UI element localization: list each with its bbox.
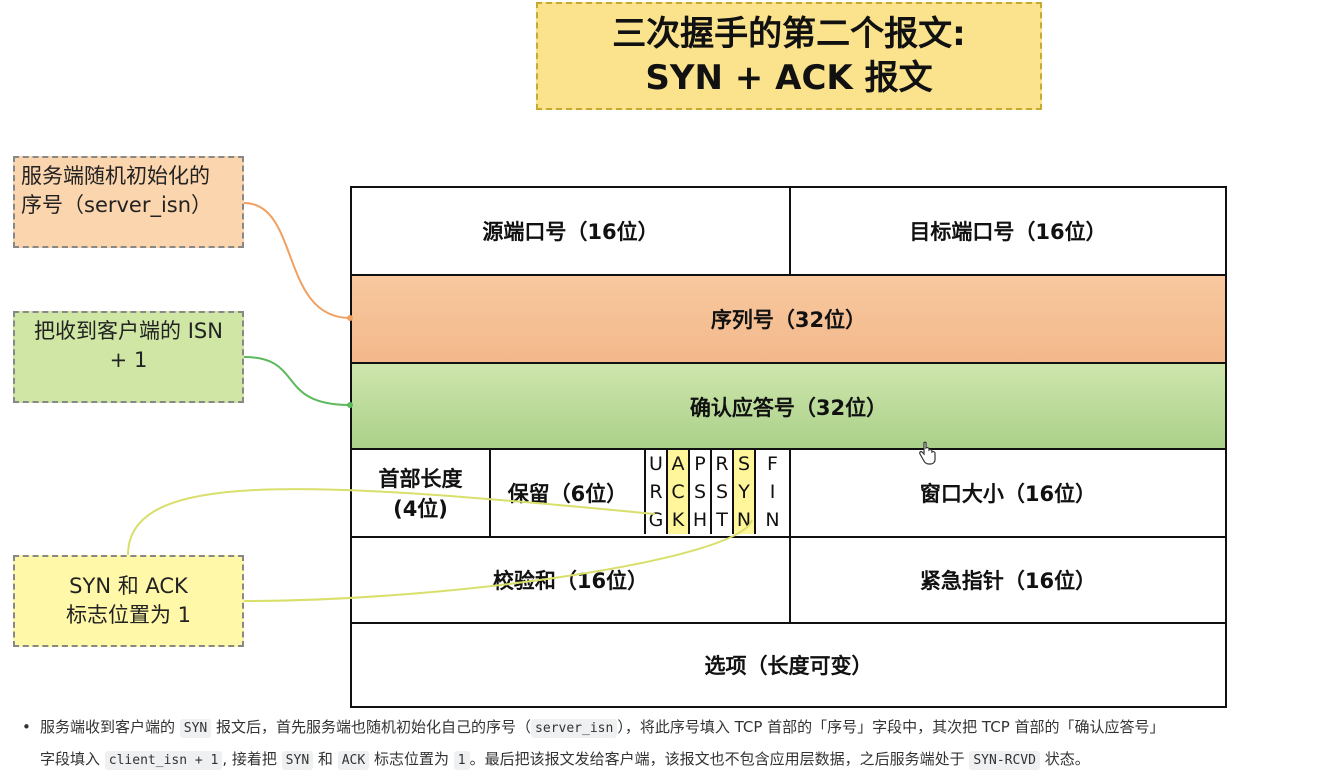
flag-rst: R S T [710, 448, 732, 534]
footer-description: • 服务端收到客户端的 SYN 报文后，首先服务端也随机初始化自己的序号（ser… [22, 712, 1332, 776]
footer-text-7: 标志位置为 [369, 750, 454, 768]
flag-syn-c3: N [736, 509, 752, 531]
footer-text-2: 报文后，首先服务端也随机初始化自己的序号（ [211, 718, 532, 736]
flag-urg-c1: U [649, 453, 663, 475]
code-syn-2: SYN [281, 751, 314, 770]
note-server-isn-line-1: 服务端随机初始化的 [21, 164, 210, 188]
footer-text-3: ），将此序号填入 TCP 首部的「序号」字段中，其次把 TCP 首部的「确认应答… [617, 718, 1165, 736]
note-ack-isn-line-2: + 1 [109, 348, 148, 372]
connector-ack-isn [243, 356, 351, 406]
flag-fin-c3: N [765, 509, 780, 531]
flag-rst-c1: R [715, 453, 729, 475]
footer-text-5: , 接着把 [222, 750, 282, 768]
bullet: • [22, 718, 31, 736]
code-server-isn: server_isn [531, 719, 618, 738]
flag-syn: S Y N [732, 448, 754, 534]
field-header-length: 首部长度 (4位) [352, 448, 489, 536]
flag-psh-c1: P [694, 453, 706, 475]
flag-fin-c1: F [767, 453, 778, 475]
footer-text-8: 。最后把该报文发给客户端，该报文也不包含应用层数据，之后服务端处于 [469, 750, 970, 768]
code-syn-rcvd: SYN-RCVD [969, 751, 1040, 770]
footer-text-1: 服务端收到客户端的 [40, 718, 180, 736]
header-length-line-1: 首部长度 [378, 467, 463, 491]
flag-ack-c3: K [671, 509, 685, 531]
note-flags-line-2: 标志位置为 1 [65, 603, 192, 627]
field-options: 选项（长度可变） [352, 622, 1225, 706]
code-syn-1: SYN [179, 719, 212, 738]
field-reserved: 保留（6位） [489, 448, 644, 536]
note-ack-isn-line-1: 把收到客户端的 ISN [34, 319, 223, 343]
flag-syn-c2: Y [738, 481, 750, 503]
field-urgent-pointer: 紧急指针（16位） [789, 536, 1225, 622]
field-checksum: 校验和（16位） [352, 536, 789, 622]
tcp-header-diagram: 源端口号（16位） 目标端口号（16位） 序列号（32位） 确认应答号（32位）… [350, 186, 1227, 708]
flag-urg: U R G [644, 448, 666, 534]
code-one: 1 [453, 751, 470, 770]
note-server-isn-line-2: 序号（server_isn） [21, 193, 213, 217]
footer-text-6: 和 [313, 750, 338, 768]
note-server-isn: 服务端随机初始化的 序号（server_isn） [13, 156, 244, 248]
field-seq: 序列号（32位） [352, 274, 1225, 362]
flag-psh-c2: S [693, 481, 707, 503]
flag-rst-c3: T [716, 509, 728, 531]
field-window: 窗口大小（16位） [789, 448, 1225, 536]
connector-server-isn [243, 202, 351, 319]
footer-line-2: 字段填入 client_isn + 1, 接着把 SYN 和 ACK 标志位置为… [22, 744, 1332, 776]
footer-text-9: 状态。 [1039, 750, 1090, 768]
flag-psh: P S H [688, 448, 710, 534]
note-ack-isn: 把收到客户端的 ISN + 1 [13, 311, 244, 403]
code-client-isn: client_isn + 1 [104, 751, 223, 770]
flag-syn-c1: S [737, 453, 751, 475]
title-line-1: 三次握手的第二个报文: [612, 14, 966, 54]
field-src-port: 源端口号（16位） [482, 220, 659, 244]
field-dst-port: 目标端口号（16位） [789, 188, 1225, 274]
flag-ack-c2: C [671, 481, 685, 503]
flag-ack: A C K [666, 448, 688, 534]
title-box: 三次握手的第二个报文: SYN + ACK 报文 [536, 2, 1042, 110]
note-flags-line-1: SYN 和 ACK [69, 574, 188, 598]
flag-ack-c1: A [671, 453, 685, 475]
header-length-line-2: (4位) [393, 497, 448, 521]
flag-psh-c3: H [692, 509, 708, 531]
footer-text-4: 字段填入 [40, 750, 105, 768]
flag-fin-c2: I [769, 481, 776, 503]
footer-line-1: 服务端收到客户端的 SYN 报文后，首先服务端也随机初始化自己的序号（serve… [22, 712, 1332, 744]
flag-rst-c2: S [715, 481, 729, 503]
code-ack: ACK [337, 751, 370, 770]
note-flags: SYN 和 ACK 标志位置为 1 [13, 555, 244, 647]
title-line-2: SYN + ACK 报文 [645, 58, 933, 98]
flag-urg-c3: G [648, 509, 664, 531]
field-ack: 确认应答号（32位） [352, 362, 1225, 450]
hand-cursor-icon [919, 441, 936, 465]
flag-fin: F I N [754, 448, 789, 534]
flag-urg-c2: R [649, 481, 663, 503]
